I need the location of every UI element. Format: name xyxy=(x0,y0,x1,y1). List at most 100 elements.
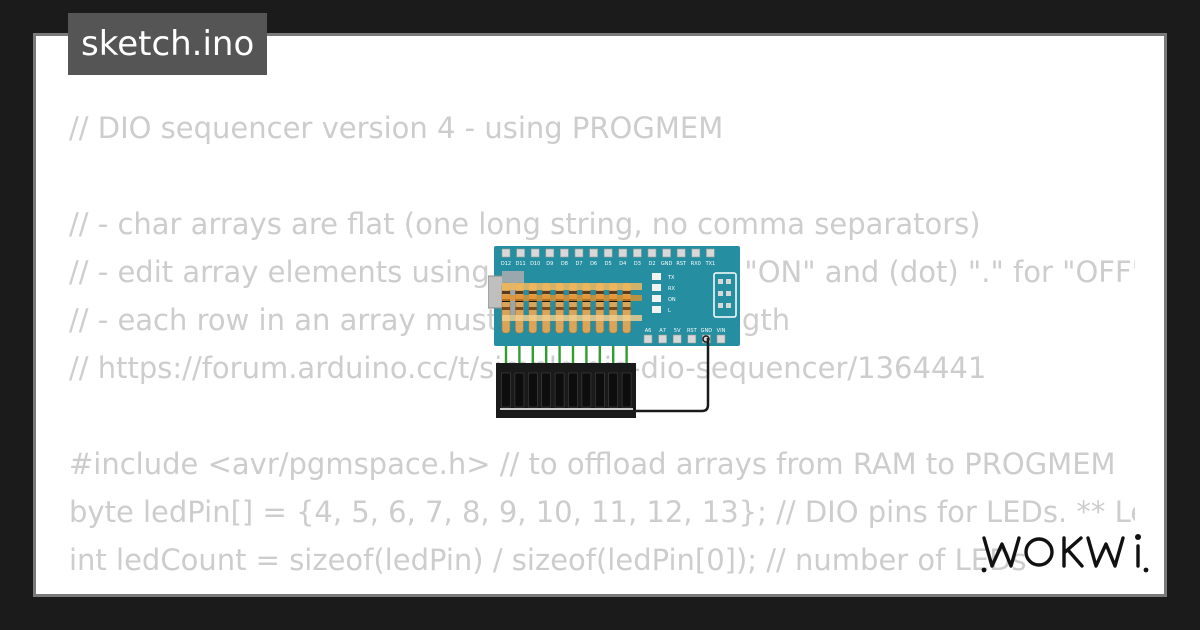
code-line: // - char arrays are flat (one long stri… xyxy=(69,207,981,241)
code-editor: // DIO sequencer version 4 - using PROGM… xyxy=(69,104,1135,594)
resistor-band xyxy=(528,291,537,294)
code-line: #include <avr/pgmspace.h> // to offload … xyxy=(69,447,1116,481)
icsp-pin xyxy=(718,279,723,284)
icsp-pin xyxy=(718,291,723,296)
led-segment xyxy=(595,372,605,408)
pin-gnd xyxy=(662,248,671,258)
led-segment xyxy=(554,372,565,408)
pin-label: A7 xyxy=(659,328,666,334)
pin-rst xyxy=(687,334,697,344)
code-line: int ledCount = sizeof(ledPin) / sizeof(l… xyxy=(69,543,1027,577)
pin-label: 5V xyxy=(674,328,681,334)
resistor-band xyxy=(595,307,604,310)
resistor-band xyxy=(582,291,591,294)
pin-d5 xyxy=(603,248,613,258)
pin-label: D2 xyxy=(648,261,655,267)
pin-label: RST xyxy=(687,328,698,334)
code-line: int timer = 100; // for sequencing xyxy=(69,584,1135,594)
board-led-label: RX xyxy=(668,286,675,292)
resistor-band xyxy=(609,291,618,294)
pin-a6 xyxy=(643,334,653,344)
pin-label: RX0 xyxy=(691,261,701,267)
resistor-array[interactable] xyxy=(501,282,642,334)
pin-label: D6 xyxy=(590,261,597,267)
led-segments xyxy=(500,372,633,410)
resistor-band xyxy=(582,307,591,310)
resistor-band xyxy=(528,307,537,310)
resistor-band xyxy=(502,307,510,310)
led-segment xyxy=(608,372,618,408)
pin-5v xyxy=(672,334,682,344)
code-line: // DIO sequencer version 4 - using PROGM… xyxy=(69,111,724,145)
board-led-label: ON xyxy=(668,297,676,303)
resistor-band xyxy=(622,291,631,294)
board-led xyxy=(652,273,661,280)
gnd-wire-end xyxy=(702,335,710,343)
board-led-label: TX xyxy=(667,275,675,281)
code-line xyxy=(69,152,1135,200)
pin-d10 xyxy=(530,248,540,258)
resistor-band xyxy=(502,291,510,294)
pin-label: D4 xyxy=(619,261,626,267)
icsp-header xyxy=(713,272,737,318)
pin-label: A6 xyxy=(645,328,652,334)
wokwi-logo xyxy=(981,534,1149,573)
pin-label: D11 xyxy=(515,261,525,267)
resistor-band xyxy=(622,307,631,310)
resistor-band xyxy=(515,291,524,294)
pin-label: VIN xyxy=(717,328,726,334)
pin-label: GND xyxy=(701,328,713,334)
icsp-pins xyxy=(718,279,731,308)
resistor-band xyxy=(515,307,524,310)
code-line: byte ledPin[] = {4, 5, 6, 7, 8, 9, 10, 1… xyxy=(69,495,1135,529)
resistor-stripe xyxy=(502,283,642,290)
pin-d8 xyxy=(560,248,569,258)
pin-label: D9 xyxy=(546,261,553,267)
pin-tx1 xyxy=(706,248,715,258)
pin-d11 xyxy=(516,248,525,258)
resistor-band xyxy=(595,291,604,294)
gnd-wire xyxy=(636,338,710,413)
pin-label: GND xyxy=(661,261,673,267)
icsp-pin xyxy=(718,303,723,308)
pin-d12 xyxy=(501,248,511,258)
file-tab[interactable]: sketch.ino xyxy=(68,13,268,75)
resistor-band xyxy=(569,291,577,294)
led-segment xyxy=(527,372,538,408)
pin-d3 xyxy=(633,248,642,258)
pin-label: D10 xyxy=(530,261,540,267)
board-leds: TX RX ON L xyxy=(652,273,676,314)
board-led xyxy=(652,295,661,302)
icsp-pin xyxy=(726,279,731,284)
pin-d6 xyxy=(589,248,598,258)
led-segment xyxy=(501,372,511,408)
led-segment xyxy=(581,372,592,408)
board-led-label: L xyxy=(668,308,671,314)
pin-label: RST xyxy=(676,261,687,267)
pin-a7 xyxy=(658,334,667,344)
led-segment xyxy=(541,372,552,408)
pin-rx0 xyxy=(691,248,701,258)
pin-label: D5 xyxy=(605,261,612,267)
resistor-band xyxy=(542,307,551,310)
pin-d4 xyxy=(618,248,628,258)
pin-d2 xyxy=(647,248,657,258)
led-segment xyxy=(621,372,632,408)
icsp-pin xyxy=(726,303,731,308)
board-led xyxy=(652,306,661,313)
board-led xyxy=(652,284,661,291)
pin-label: TX1 xyxy=(705,261,716,267)
pin-label: D7 xyxy=(575,261,582,267)
resistor-band xyxy=(555,291,564,294)
pin-d7 xyxy=(574,248,584,258)
pin-d9 xyxy=(545,248,555,258)
icsp-pin xyxy=(726,291,731,296)
resistor-band xyxy=(609,307,618,310)
resistor-band xyxy=(555,307,564,310)
pin-label: D12 xyxy=(501,261,511,267)
resistor-stripe xyxy=(502,315,642,321)
led-segment xyxy=(568,372,578,408)
